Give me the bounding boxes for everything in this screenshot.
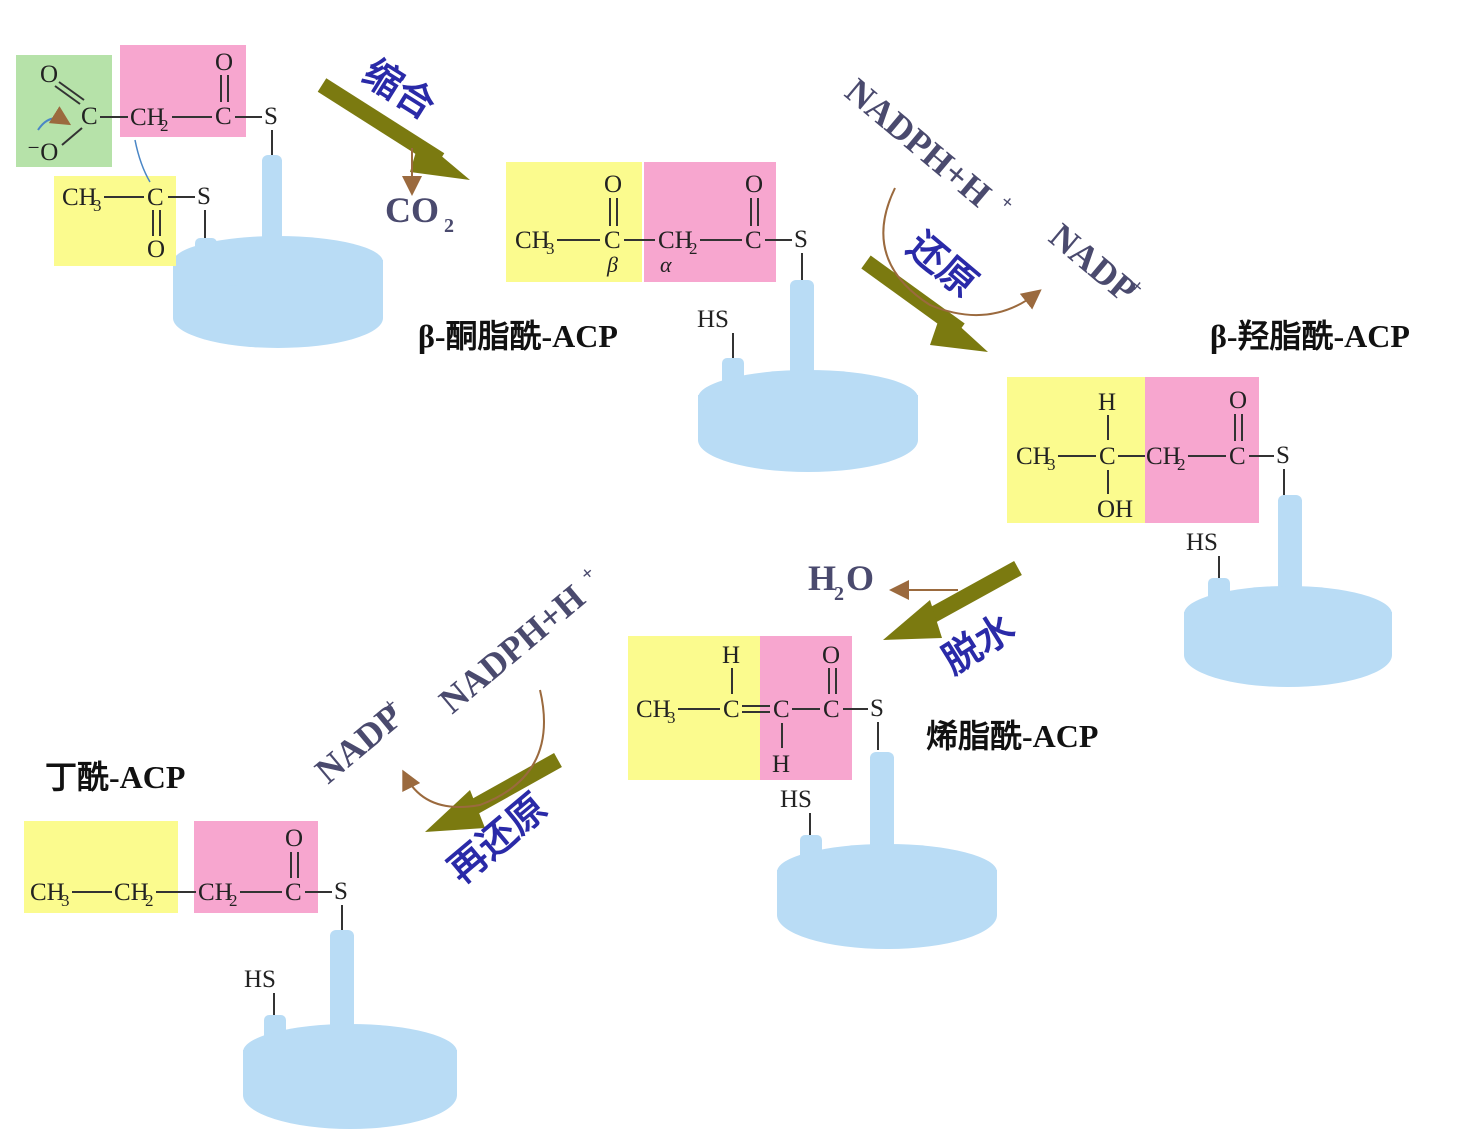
atom-ch3: CH — [515, 227, 550, 254]
atom-s: S — [197, 183, 211, 210]
atom-o: O — [745, 171, 763, 198]
svg-text:H: H — [808, 558, 836, 598]
atom-hs: HS — [244, 966, 276, 993]
hydroxyacyl-structure: CH 3 C H OH CH 2 C O S HS — [1007, 377, 1290, 578]
atom-h: H — [1098, 389, 1116, 416]
atom-o-minus: ⁻O — [27, 139, 58, 166]
atom-c-beta: C — [604, 227, 621, 254]
atom-s: S — [334, 878, 348, 905]
svg-text:3: 3 — [61, 891, 70, 910]
malonyl-highlight — [120, 45, 246, 137]
atom-s: S — [794, 226, 808, 253]
hydroxyacyl-name: β-羟脂酰-ACP — [1210, 318, 1410, 354]
h2o-label: H 2 O — [808, 558, 874, 605]
ketoacyl-name: β-酮脂酰-ACP — [418, 318, 618, 354]
acp-protein-4 — [777, 752, 997, 949]
atom-ch3: CH — [1016, 443, 1051, 470]
svg-text:NADP: NADP — [1042, 215, 1144, 310]
malonyl-acetyl-structure: O C CH 2 C O S ⁻O CH 3 C O S — [16, 45, 278, 266]
atom-o: O — [215, 49, 233, 76]
svg-text:CO: CO — [385, 190, 439, 230]
atom-hs: HS — [780, 786, 812, 813]
atom-c: C — [1229, 443, 1246, 470]
svg-text:2: 2 — [1177, 455, 1186, 474]
atom-ch3: CH — [30, 879, 65, 906]
atom-ch2: CH — [114, 879, 149, 906]
acetyl-highlight — [54, 176, 176, 266]
atom-hs: HS — [697, 306, 729, 333]
svg-text:2: 2 — [229, 891, 238, 910]
svg-text:O: O — [846, 558, 874, 598]
svg-text:2: 2 — [444, 215, 454, 237]
acyl-highlight — [24, 821, 178, 913]
svg-text:NADPH+H: NADPH+H — [431, 577, 592, 721]
atom-c: C — [285, 879, 302, 906]
acp-protein-3 — [1184, 495, 1392, 687]
acp-protein-1 — [173, 155, 383, 348]
atom-h: H — [722, 642, 740, 669]
atom-c: C — [823, 696, 840, 723]
reduction-arrow — [861, 187, 1042, 352]
atom-o: O — [40, 61, 58, 88]
svg-text:3: 3 — [1047, 455, 1056, 474]
svg-text:2: 2 — [834, 583, 844, 605]
acp-protein-2 — [698, 280, 918, 472]
alpha-marker: α — [660, 252, 672, 277]
atom-h: H — [772, 751, 790, 778]
co2-label: CO 2 — [385, 190, 454, 237]
atom-c: C — [147, 184, 164, 211]
svg-text:+: + — [995, 190, 1018, 214]
atom-o: O — [1229, 387, 1247, 414]
svg-text:NADPH+H: NADPH+H — [838, 70, 999, 214]
atom-o: O — [604, 171, 622, 198]
re-reduction-arrow — [402, 689, 562, 832]
svg-text:2: 2 — [145, 891, 154, 910]
ketoacyl-structure: CH 3 C O β CH 2 α C O S HS — [506, 162, 808, 358]
atom-c: C — [723, 696, 740, 723]
atom-s: S — [1276, 442, 1290, 469]
butyryl-name: 丁酰-ACP — [45, 759, 185, 795]
svg-text:3: 3 — [93, 196, 102, 215]
svg-text:2: 2 — [689, 239, 698, 258]
dehydration-arrow — [883, 560, 1022, 640]
malonyl-highlight — [1145, 377, 1259, 523]
atom-hs: HS — [1186, 529, 1218, 556]
atom-oh: OH — [1097, 496, 1133, 523]
condensation-arrow — [317, 78, 470, 196]
svg-text:2: 2 — [160, 116, 169, 135]
nadp-label-2: NADP + — [307, 693, 409, 791]
acyl-highlight — [1007, 377, 1145, 523]
enoyl-structure: CH 3 C H C H C O S HS — [628, 636, 884, 835]
atom-o: O — [147, 236, 165, 263]
atom-c: C — [1099, 443, 1116, 470]
atom-ch3: CH — [636, 696, 671, 723]
svg-text:3: 3 — [667, 708, 676, 727]
acp-protein-5 — [243, 930, 457, 1129]
atom-c: C — [745, 227, 762, 254]
atom-c: C — [81, 103, 98, 130]
atom-ch2: CH — [130, 104, 165, 131]
atom-ch2: CH — [1146, 443, 1181, 470]
atom-o: O — [285, 825, 303, 852]
atom-ch3: CH — [62, 184, 97, 211]
atom-c: C — [773, 696, 790, 723]
atom-o: O — [822, 642, 840, 669]
malonyl-highlight — [644, 162, 776, 282]
dehydration-label: 脱水 — [934, 605, 1023, 683]
svg-text:3: 3 — [546, 239, 555, 258]
atom-s: S — [264, 103, 278, 130]
atom-ch2: CH — [658, 227, 693, 254]
svg-text:+: + — [576, 562, 599, 586]
acyl-highlight — [506, 162, 642, 282]
atom-c: C — [215, 103, 232, 130]
nadph-label-1: NADPH+H + — [838, 70, 1019, 214]
atom-s: S — [870, 695, 884, 722]
enoyl-name: 烯脂酰-ACP — [926, 718, 1098, 754]
nadp-label-1: NADP + — [1042, 215, 1148, 310]
atom-ch2: CH — [198, 879, 233, 906]
butyryl-structure: CH 3 CH 2 CH 2 C O S HS — [24, 821, 348, 1015]
beta-marker: β — [606, 252, 618, 277]
nadph-label-2: NADPH+H + — [431, 562, 599, 721]
